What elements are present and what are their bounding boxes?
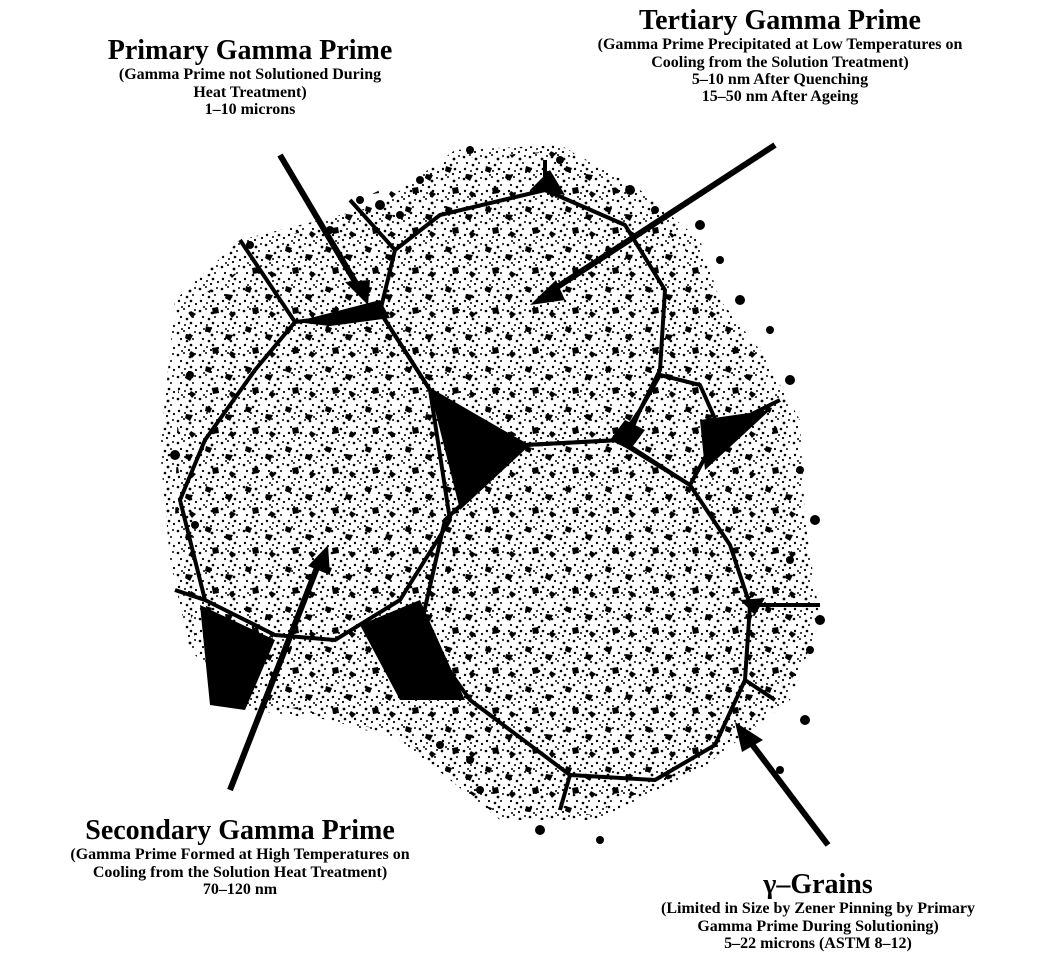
label-secondary-gamma-prime: Secondary Gamma Prime (Gamma Prime Forme… [0,816,480,898]
grains-line-1: (Limited in Size by Zener Pinning by Pri… [595,900,1041,917]
secondary-line-1: (Gamma Prime Formed at High Temperatures… [0,846,480,863]
tertiary-title: Tertiary Gamma Prime [520,6,1040,36]
arrow-grains [745,735,828,845]
primary-line-2: Heat Treatment) [60,84,440,101]
grains-line-2: Gamma Prime During Solutioning) [595,918,1041,935]
grains-title: γ–Grains [595,870,1041,900]
secondary-line-3: 70–120 nm [0,881,480,898]
secondary-line-2: Cooling from the Solution Heat Treatment… [0,864,480,881]
secondary-title: Secondary Gamma Prime [0,816,480,846]
tertiary-line-4: 15–50 nm After Ageing [520,88,1040,105]
tertiary-line-3: 5–10 nm After Quenching [520,71,1040,88]
label-primary-gamma-prime: Primary Gamma Prime (Gamma Prime not Sol… [60,36,440,118]
primary-line-3: 1–10 microns [60,101,440,118]
tertiary-line-1: (Gamma Prime Precipitated at Low Tempera… [520,36,1040,53]
tertiary-line-2: Cooling from the Solution Treatment) [520,54,1040,71]
label-gamma-grains: γ–Grains (Limited in Size by Zener Pinni… [595,870,1041,952]
primary-title: Primary Gamma Prime [60,36,440,66]
label-tertiary-gamma-prime: Tertiary Gamma Prime (Gamma Prime Precip… [520,6,1040,105]
grains-line-3: 5–22 microns (ASTM 8–12) [595,935,1041,952]
primary-line-1: (Gamma Prime not Solutioned During [60,66,440,83]
